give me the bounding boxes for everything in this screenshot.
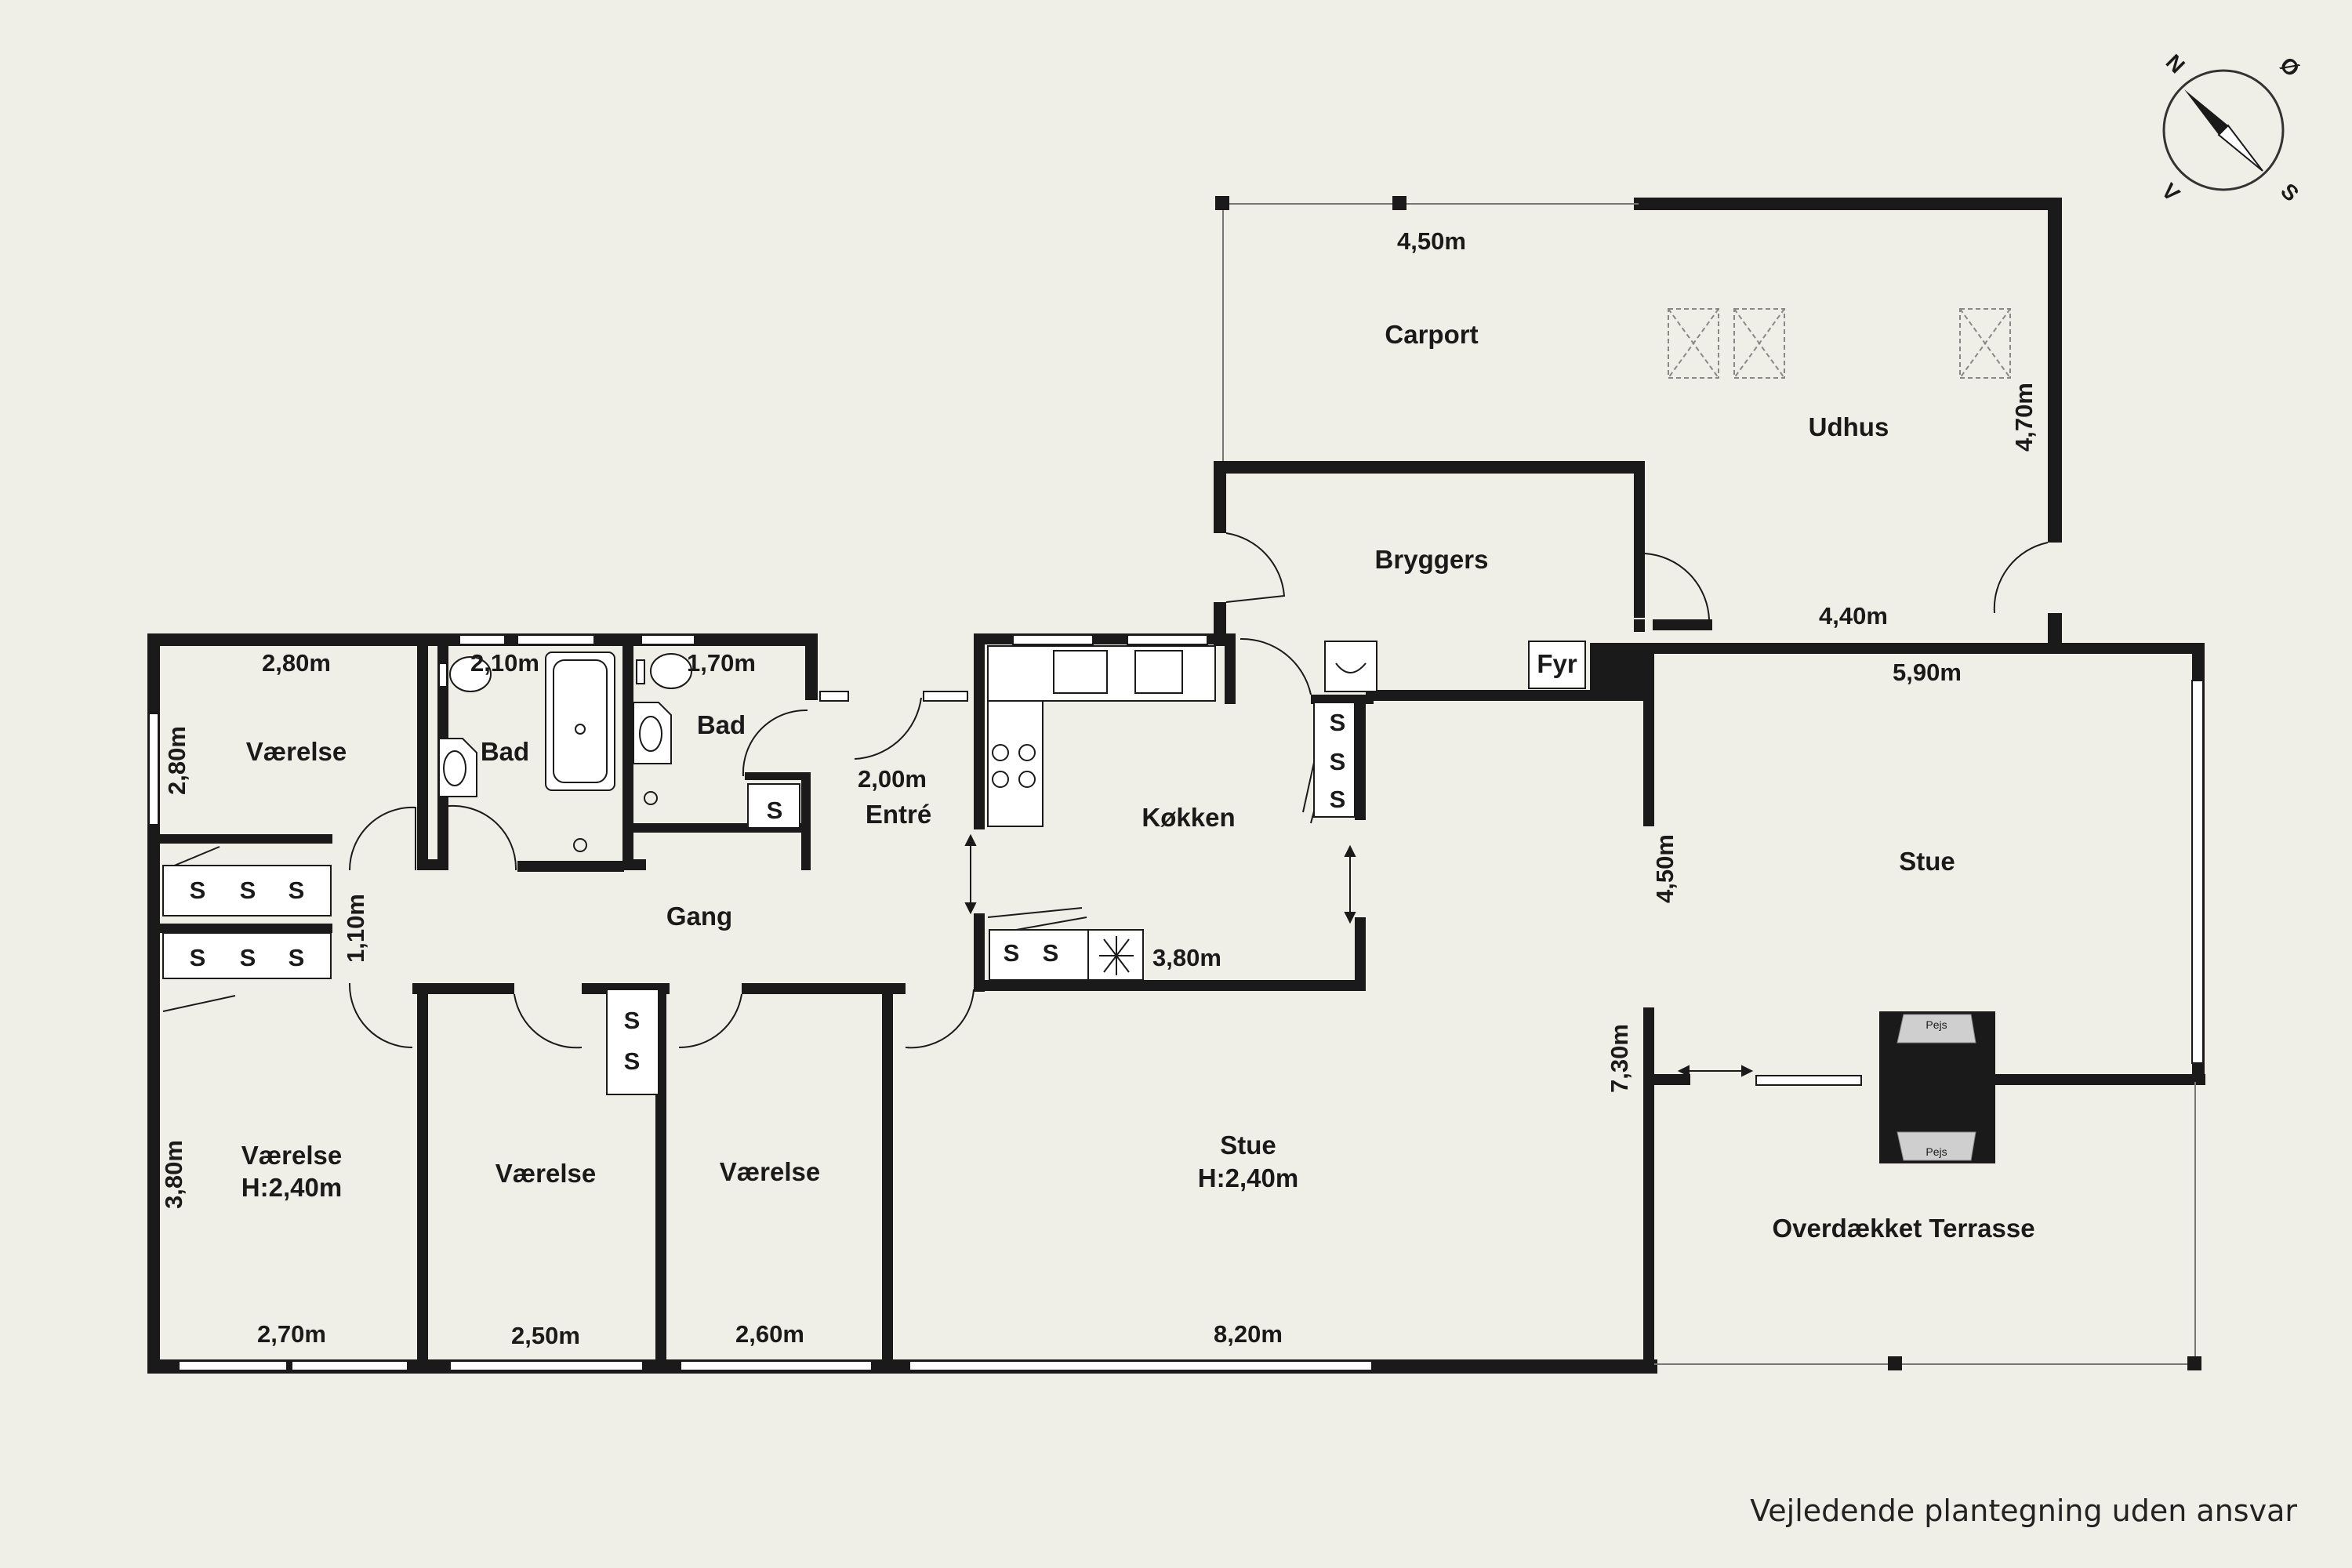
storage-boxes bbox=[162, 702, 1356, 1095]
doors bbox=[162, 532, 2049, 1049]
dim-bad-2: 1,70m bbox=[687, 649, 756, 677]
sink-icon bbox=[438, 702, 672, 797]
dim-udhus-w: 4,40m bbox=[1819, 602, 1888, 630]
storage-label: S bbox=[240, 877, 256, 904]
room-bryggers: Bryggers bbox=[1375, 545, 1489, 574]
dim-entre: 2,00m bbox=[858, 765, 927, 793]
room-vaerelse-2-height: H:2,40m bbox=[241, 1173, 342, 1202]
fyr-box bbox=[1528, 641, 1586, 689]
room-vaerelse-1: Værelse bbox=[246, 737, 347, 766]
room-bad-2: Bad bbox=[697, 710, 746, 739]
fireplace-icon bbox=[1896, 1014, 1976, 1161]
compass-n: N bbox=[2161, 49, 2190, 78]
dim-vaerelse-4-w: 2,60m bbox=[735, 1320, 804, 1348]
dim-vaerelse-1-w: 2,80m bbox=[262, 649, 331, 677]
storage-label: S bbox=[1330, 709, 1346, 736]
dim-udhus-h: 4,70m bbox=[2010, 383, 2038, 452]
storage-label: S bbox=[240, 944, 256, 971]
room-terrasse: Overdækket Terrasse bbox=[1772, 1214, 2034, 1243]
room-udhus: Udhus bbox=[1809, 412, 1889, 441]
compass-e: Ø bbox=[2275, 53, 2304, 82]
dim-vaerelse-3-w: 2,50m bbox=[511, 1322, 580, 1349]
storage-label: S bbox=[289, 877, 305, 904]
dim-stue-total-h: 7,30m bbox=[1606, 1024, 1633, 1093]
storage-label: S bbox=[190, 944, 206, 971]
dimension-labels: 4,50m 4,70m 4,40m 5,90m 4,50m 7,30m 3,80… bbox=[160, 227, 2038, 1349]
freezer-icon bbox=[1099, 936, 1134, 975]
fireplace-label: Pejs bbox=[1926, 1018, 1947, 1031]
windows bbox=[148, 634, 2204, 1371]
fireplace-label: Pejs bbox=[1926, 1145, 1947, 1158]
posts bbox=[1215, 196, 2201, 1370]
kitchen-counter-icon bbox=[987, 645, 1216, 981]
compass-s: S bbox=[2276, 179, 2303, 206]
room-vaerelse-4: Værelse bbox=[720, 1157, 820, 1186]
storage-label: S bbox=[289, 944, 305, 971]
storage-label: S bbox=[1330, 748, 1346, 775]
storage-label: S bbox=[190, 877, 206, 904]
dim-koekken: 3,80m bbox=[1152, 944, 1221, 971]
room-carport: Carport bbox=[1385, 320, 1478, 349]
footer-disclaimer: Vejledende plantegning uden ansvar bbox=[1750, 1494, 2297, 1528]
shower-icon bbox=[573, 791, 658, 852]
dim-bad-1: 2,10m bbox=[470, 649, 539, 677]
storage-labels: S S S S S S S S S S S S S S bbox=[190, 709, 1346, 1075]
washer-icon bbox=[1324, 641, 1377, 692]
room-entre: Entré bbox=[866, 800, 931, 829]
room-stue-main: Stue bbox=[1220, 1131, 1276, 1160]
storage-label: S bbox=[767, 797, 783, 824]
storage-label: S bbox=[624, 1007, 641, 1034]
skylight-icons bbox=[1668, 308, 2011, 379]
toilet-icon bbox=[438, 653, 692, 692]
room-stue-right: Stue bbox=[1899, 847, 1955, 876]
dim-carport: 4,50m bbox=[1397, 227, 1466, 255]
room-labels: Carport Udhus Bryggers Fyr Køkken Entré … bbox=[241, 320, 2035, 1243]
room-fyr: Fyr bbox=[1537, 649, 1577, 678]
dim-stue-main-w: 8,20m bbox=[1214, 1320, 1283, 1348]
dim-vaerelse-2-w: 2,70m bbox=[257, 1320, 326, 1348]
sliding-door-arrows bbox=[964, 833, 1754, 1077]
dim-vaerelse-2-h: 3,80m bbox=[160, 1140, 187, 1209]
storage-label: S bbox=[1043, 939, 1059, 967]
storage-label: S bbox=[624, 1047, 641, 1075]
room-vaerelse-3: Værelse bbox=[495, 1159, 596, 1188]
dim-stue-right-w: 5,90m bbox=[1893, 659, 1962, 686]
compass-w: V bbox=[2157, 179, 2184, 206]
room-bad-1: Bad bbox=[481, 737, 529, 766]
compass-icon: N Ø S V bbox=[2157, 49, 2304, 206]
room-koekken: Køkken bbox=[1142, 803, 1235, 832]
dim-vaerelse-1-h: 2,80m bbox=[163, 726, 191, 795]
room-vaerelse-2: Værelse bbox=[241, 1141, 342, 1170]
bathtub-icon bbox=[545, 652, 615, 791]
room-gang: Gang bbox=[666, 902, 732, 931]
room-stue-main-height: H:2,40m bbox=[1198, 1163, 1298, 1192]
storage-label: S bbox=[1330, 786, 1346, 813]
storage-label: S bbox=[1004, 939, 1020, 967]
fireplace-labels: Pejs Pejs bbox=[1926, 1018, 1947, 1158]
dim-stue-right-h: 4,50m bbox=[1651, 834, 1679, 903]
carport-outline bbox=[1222, 203, 2196, 1365]
dim-gang: 1,10m bbox=[342, 894, 369, 963]
